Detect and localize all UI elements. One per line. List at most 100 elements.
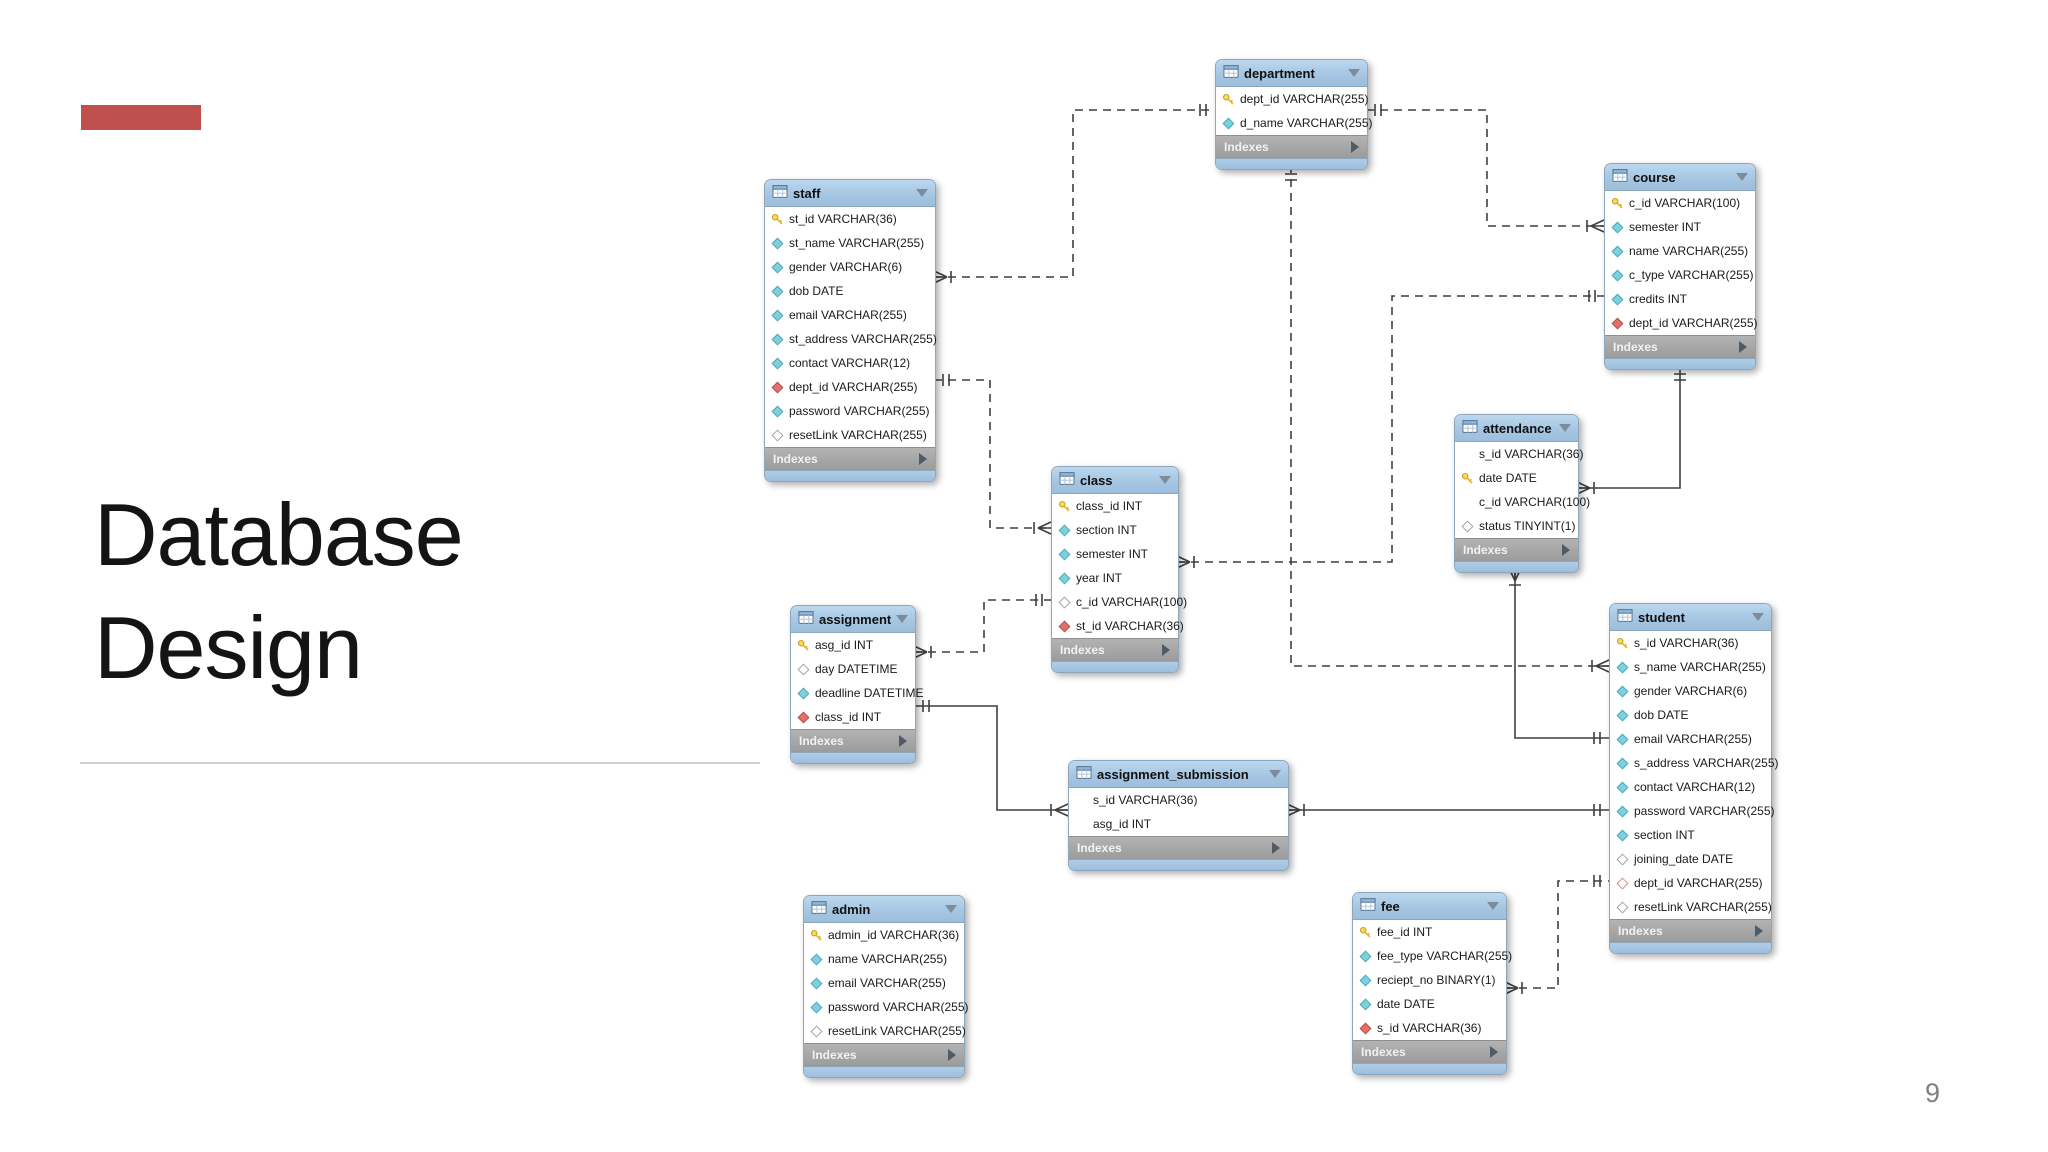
field-text: admin_id VARCHAR(36) (828, 928, 960, 942)
marker-one-staff-class-start (942, 374, 950, 386)
table-header-fee: fee (1353, 893, 1506, 920)
field-text: s_id VARCHAR(36) (1479, 447, 1584, 461)
open-diamond-icon (797, 662, 810, 676)
field-text: st_address VARCHAR(255) (789, 332, 937, 346)
field-text: dept_id VARCHAR(255) (1240, 92, 1369, 106)
field-text: credits INT (1629, 292, 1688, 306)
diamond-icon (771, 260, 784, 274)
field-text: s_id VARCHAR(36) (1634, 636, 1739, 650)
field-text: password VARCHAR(255) (1634, 804, 1775, 818)
table-header-assignment: assignment (791, 606, 915, 633)
field-text: st_id VARCHAR(36) (1076, 619, 1184, 633)
marker-many-staff-class-end (1033, 521, 1052, 535)
field-row-attendance-status: status TINYINT(1) (1455, 514, 1578, 538)
marker-many-fee-student-start (1504, 981, 1523, 995)
connector-fee-student (1505, 880, 1609, 989)
field-text: asg_id INT (815, 638, 874, 652)
field-row-admin-name: name VARCHAR(255) (804, 947, 964, 971)
expand-arrow-icon (948, 1049, 956, 1061)
diamond-icon (1616, 732, 1629, 746)
field-text: class_id INT (815, 710, 882, 724)
diamond-icon (1616, 756, 1629, 770)
collapse-caret-icon (1348, 69, 1360, 77)
field-text: name VARCHAR(255) (1629, 244, 1749, 258)
table-name: student (1638, 609, 1685, 625)
open-diamond-icon (1616, 900, 1629, 914)
field-row-assignment-class_id: class_id INT (791, 705, 915, 729)
connector-staff-class (934, 379, 1051, 529)
fk-diamond-icon (771, 380, 784, 394)
field-text: password VARCHAR(255) (789, 404, 930, 418)
field-text: section INT (1076, 523, 1137, 537)
table-admin: admin admin_id VARCHAR(36) name VARCHAR(25… (803, 895, 969, 1078)
diamond-icon (1611, 220, 1624, 234)
indexes-row-staff: Indexes (765, 447, 935, 470)
indexes-row-student: Indexes (1610, 919, 1771, 942)
field-row-student-resetLink: resetLink VARCHAR(255) (1610, 895, 1772, 919)
field-row-student-s_id: s_id VARCHAR(36) (1610, 631, 1771, 655)
field-row-student-s_address: s_address VARCHAR(255) (1610, 751, 1779, 775)
collapse-caret-icon (1487, 902, 1499, 910)
field-row-student-section: section INT (1610, 823, 1771, 847)
field-text: gender VARCHAR(6) (789, 260, 903, 274)
fk-open-diamond-icon (1616, 876, 1629, 890)
expand-arrow-icon (1490, 1046, 1498, 1058)
field-text: st_id VARCHAR(36) (789, 212, 897, 226)
key-icon (797, 639, 810, 652)
diamond-icon (771, 284, 784, 298)
divider-line (80, 762, 760, 764)
field-text: c_id VARCHAR(100) (1076, 595, 1188, 609)
diamond-icon (1616, 660, 1629, 674)
key-icon (1058, 500, 1071, 513)
field-row-staff-st_id: st_id VARCHAR(36) (765, 207, 935, 231)
field-row-class-year: year INT (1052, 566, 1178, 590)
field-text: asg_id INT (1093, 817, 1152, 831)
table-name: attendance (1483, 420, 1552, 436)
collapse-caret-icon (1269, 770, 1281, 778)
marker-one-assignment_submission-student-end (1593, 804, 1601, 816)
marker-many-department-student-end (1591, 659, 1610, 673)
marker-many-staff-department-start (933, 270, 952, 284)
accent-bar (81, 105, 201, 130)
field-row-fee-fee_type: fee_type VARCHAR(255) (1353, 944, 1512, 968)
marker-one-fee-student-end (1593, 875, 1601, 887)
table-icon (1076, 766, 1092, 782)
diamond-icon (1611, 244, 1624, 258)
diamond-icon (771, 356, 784, 370)
diamond-icon (771, 332, 784, 346)
field-row-admin-email: email VARCHAR(255) (804, 971, 964, 995)
field-text: s_id VARCHAR(36) (1377, 1021, 1482, 1035)
expand-arrow-icon (1351, 141, 1359, 153)
diamond-icon (1616, 828, 1629, 842)
connector-attendance-student (1514, 568, 1609, 739)
expand-arrow-icon (1755, 925, 1763, 937)
field-text: st_name VARCHAR(255) (789, 236, 925, 250)
field-text: email VARCHAR(255) (828, 976, 946, 990)
key-icon (1222, 93, 1235, 106)
field-text: contact VARCHAR(12) (1634, 780, 1756, 794)
field-text: dept_id VARCHAR(255) (1634, 876, 1763, 890)
diamond-icon (1058, 523, 1071, 537)
connector-assignment-assignment_submission (914, 705, 1068, 811)
expand-arrow-icon (919, 453, 927, 465)
open-diamond-icon (810, 1024, 823, 1038)
table-header-assignment_submission: assignment_submission (1069, 761, 1288, 788)
key-icon (810, 929, 823, 942)
marker-one-department-student-start (1285, 173, 1297, 181)
table-name: assignment (819, 611, 891, 627)
field-row-fee-fee_id: fee_id INT (1353, 920, 1506, 944)
field-row-course-name: name VARCHAR(255) (1605, 239, 1755, 263)
collapse-caret-icon (1752, 613, 1764, 621)
connector-staff-department (934, 109, 1215, 278)
table-name: assignment_submission (1097, 766, 1249, 782)
table-header-admin: admin (804, 896, 964, 923)
marker-many-assignment_submission-student-start (1286, 803, 1305, 817)
field-text: s_address VARCHAR(255) (1634, 756, 1779, 770)
field-row-course-credits: credits INT (1605, 287, 1755, 311)
field-text: contact VARCHAR(12) (789, 356, 911, 370)
